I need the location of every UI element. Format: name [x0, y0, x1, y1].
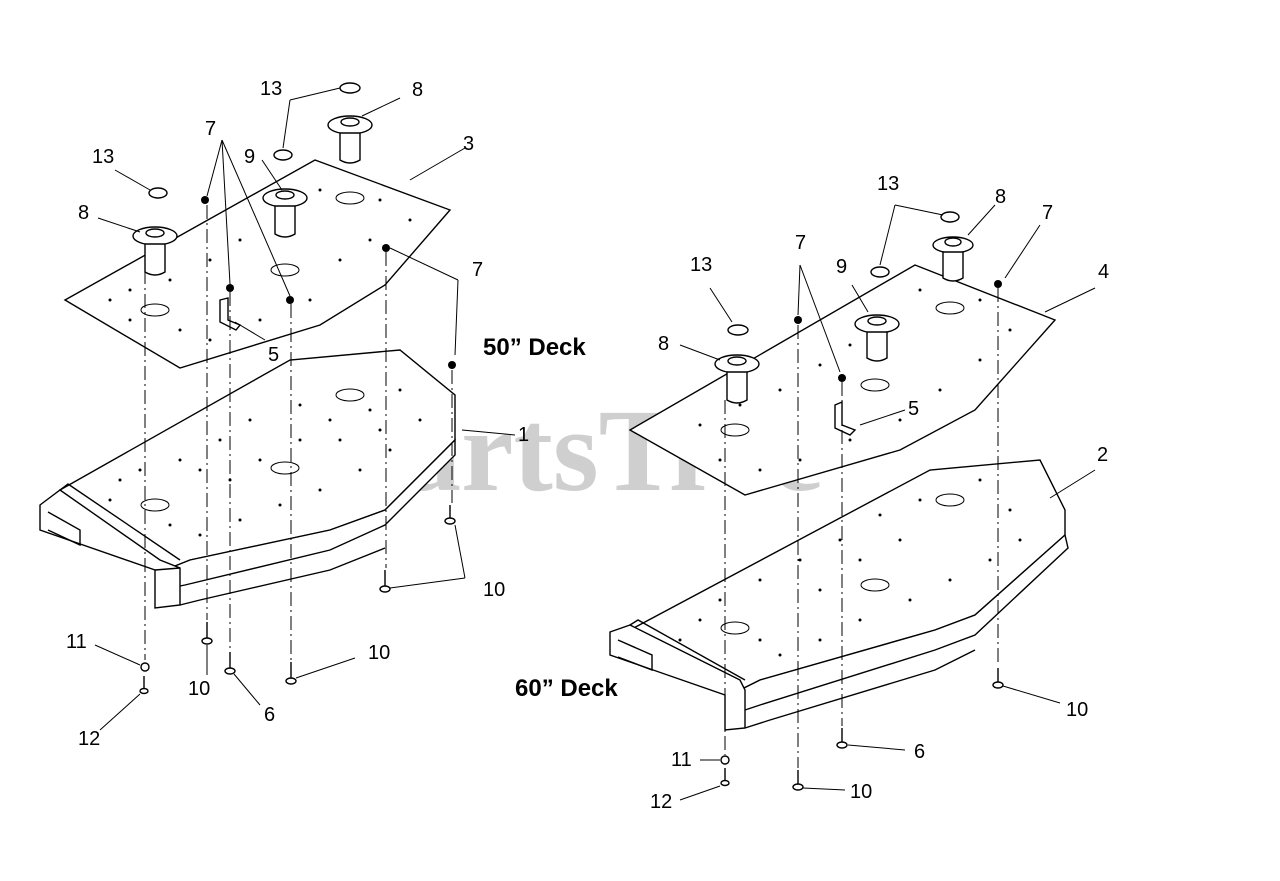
callout-13: 13: [260, 78, 282, 100]
callout-6: 6: [264, 704, 275, 726]
leaders-60: [679, 204, 1096, 801]
washer-part-13: [870, 266, 890, 278]
washer-part-13: [273, 149, 293, 161]
callout-12: 12: [78, 728, 100, 750]
callout-5: 5: [268, 344, 279, 366]
washer-part-13: [339, 82, 361, 94]
washer-part-13: [727, 324, 749, 336]
callout-11: 11: [66, 631, 87, 653]
callout-1: 1: [518, 424, 529, 446]
callout-2: 2: [1097, 444, 1108, 466]
deck-50-assembly: 13 8 7 13 9 3 8 7 5 1 10 11 10 10 6 12 5…: [39, 78, 586, 750]
spindle-part-8-right: [932, 236, 974, 282]
callout-13: 13: [877, 173, 899, 195]
callout-8: 8: [995, 186, 1006, 208]
callout-8: 8: [412, 79, 423, 101]
spindle-part-8-left: [714, 354, 760, 404]
centerlines-60: [724, 288, 999, 768]
spindle-part-8-left: [132, 226, 178, 276]
callout-9: 9: [836, 256, 847, 278]
washer-part-13: [940, 211, 960, 223]
callout-13: 13: [690, 254, 712, 276]
leaders-50: [94, 87, 516, 731]
callout-8: 8: [658, 333, 669, 355]
bolts-50: [139, 505, 456, 695]
spindle-part-9: [262, 188, 308, 238]
callout-12: 12: [650, 791, 672, 813]
callout-6: 6: [914, 741, 925, 763]
deck-50-title: 50” Deck: [483, 334, 586, 361]
spindle-part-9: [854, 314, 900, 362]
callout-5: 5: [908, 398, 919, 420]
washer-part-13: [148, 187, 168, 199]
callout-13: 13: [92, 146, 114, 168]
callout-10: 10: [1066, 699, 1088, 721]
deck-housing-part-1: [39, 349, 456, 609]
callout-7: 7: [795, 232, 806, 254]
callout-10: 10: [188, 678, 210, 700]
callout-3: 3: [463, 133, 474, 155]
callout-10: 10: [368, 642, 390, 664]
bolts-60: [720, 668, 1004, 791]
callout-4: 4: [1098, 261, 1109, 283]
deck-60-title: 60” Deck: [515, 675, 618, 702]
centerlines-50: [144, 205, 453, 660]
nut-part-7: [201, 196, 456, 369]
callout-7: 7: [205, 118, 216, 140]
callout-11: 11: [671, 749, 692, 771]
callout-8: 8: [78, 202, 89, 224]
callout-10: 10: [483, 579, 505, 601]
deck-housing-part-2: [609, 459, 1069, 731]
callout-10: 10: [850, 781, 872, 803]
callout-7: 7: [1042, 202, 1053, 224]
nut-part-7: [794, 280, 1002, 382]
callout-7: 7: [472, 259, 483, 281]
top-plate-part-3: [63, 159, 452, 369]
callout-9: 9: [244, 146, 255, 168]
deck-60-assembly: 13 8 7 7 4 13 9 8 5 2 10 11 6 12 10 60” …: [515, 173, 1109, 813]
spindle-part-8-right: [327, 115, 373, 164]
